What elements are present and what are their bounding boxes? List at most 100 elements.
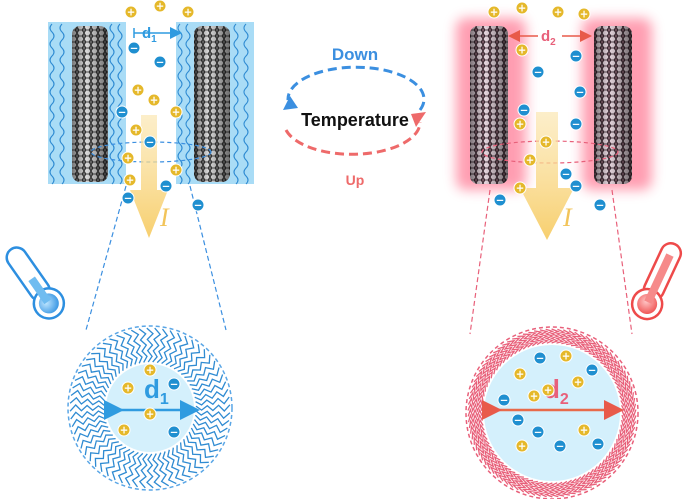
hot-corona-strand bbox=[511, 475, 524, 491]
cold-current-arrow bbox=[130, 115, 168, 238]
cold-corona-strand bbox=[91, 352, 117, 377]
hot-corona-strand bbox=[467, 407, 483, 419]
ion-layer: +++−−++−++−+++−−−+++++−−−−+−++−+−−−++−++… bbox=[115, 0, 607, 453]
cold-corona-strand bbox=[138, 328, 148, 363]
cycle-up-arc bbox=[284, 121, 422, 156]
anion-icon: − bbox=[585, 363, 599, 377]
svg-text:+: + bbox=[127, 7, 136, 18]
hot-corona-strand bbox=[611, 370, 627, 384]
hot-corona-strand bbox=[596, 462, 611, 478]
cold-corona-strand bbox=[183, 439, 209, 464]
cation-icon: + bbox=[551, 5, 565, 19]
cold-corona-strand bbox=[69, 404, 105, 412]
hot-corona-strand bbox=[619, 428, 635, 441]
cation-icon: + bbox=[515, 439, 529, 453]
cold-corona-strand bbox=[186, 435, 214, 459]
svg-text:−: − bbox=[562, 169, 571, 180]
cold-cross-section-ellipse bbox=[90, 141, 212, 163]
anion-icon: − bbox=[553, 439, 567, 453]
hot-corona-strand bbox=[493, 463, 508, 478]
hot-corona-strand bbox=[468, 418, 484, 430]
cation-icon: + bbox=[487, 5, 501, 19]
hot-pore bbox=[484, 345, 620, 481]
cold-brush-strand bbox=[59, 23, 65, 185]
hot-corona-strand bbox=[614, 375, 629, 388]
anion-icon: − bbox=[493, 193, 507, 207]
hot-distance-label-top: d2 bbox=[541, 28, 556, 48]
anion-icon: − bbox=[559, 167, 573, 181]
cold-corona-strand bbox=[146, 453, 154, 489]
hot-corona-strand bbox=[600, 459, 615, 474]
anion-icon: − bbox=[511, 413, 525, 427]
cold-corona-strand bbox=[171, 447, 191, 478]
hot-corona-strand bbox=[471, 428, 487, 440]
svg-text:+: + bbox=[526, 155, 535, 166]
hot-corona-strand bbox=[574, 476, 587, 491]
cold-corona-strand bbox=[167, 449, 184, 482]
cold-corona-strand bbox=[70, 410, 105, 420]
hot-corona-strand bbox=[588, 341, 602, 356]
svg-text:+: + bbox=[518, 3, 527, 14]
hot-corona-strand bbox=[549, 482, 560, 498]
hot-corona-strand bbox=[467, 413, 483, 424]
hot-corona-strand bbox=[592, 466, 607, 481]
svg-text:+: + bbox=[580, 9, 589, 20]
hot-corona-strand bbox=[473, 433, 488, 445]
cation-icon: + bbox=[513, 117, 527, 131]
cation-icon: + bbox=[577, 423, 591, 437]
hot-corona-strand bbox=[480, 447, 495, 461]
cold-corona-strand bbox=[86, 357, 114, 381]
cation-icon: + bbox=[121, 151, 135, 165]
hot-zoom-circle: d2 bbox=[465, 326, 639, 499]
cold-brush-strand bbox=[185, 23, 191, 185]
hot-corona-strand bbox=[517, 335, 530, 350]
cation-icon: + bbox=[124, 5, 138, 19]
cold-corona-strand bbox=[190, 427, 223, 447]
hot-corona-strand bbox=[584, 471, 598, 487]
svg-text:−: − bbox=[170, 379, 179, 390]
cold-corona-strand bbox=[176, 445, 198, 474]
hot-corona-strand bbox=[538, 329, 550, 345]
svg-text:+: + bbox=[580, 425, 589, 436]
anion-icon: − bbox=[167, 377, 181, 391]
cold-corona-strand bbox=[179, 442, 204, 469]
hot-corona-strand bbox=[575, 333, 588, 348]
cold-corona-strand bbox=[195, 396, 230, 406]
hot-corona-strand bbox=[610, 447, 626, 461]
hot-corona-strand bbox=[560, 329, 572, 345]
hot-corona-strand bbox=[560, 480, 571, 496]
svg-text:−: − bbox=[534, 67, 543, 78]
cold-corona-strand bbox=[181, 349, 206, 375]
svg-text:+: + bbox=[562, 351, 571, 362]
cold-corona-strand bbox=[105, 446, 127, 477]
cold-corona-strand bbox=[124, 451, 139, 486]
svg-text:+: + bbox=[146, 365, 155, 376]
svg-text:−: − bbox=[156, 57, 165, 68]
svg-text:+: + bbox=[150, 95, 159, 106]
hot-corona-strand bbox=[467, 396, 483, 408]
hot-corona-strand bbox=[469, 423, 485, 435]
hot-corona-strand bbox=[493, 348, 508, 364]
svg-text:−: − bbox=[534, 427, 543, 438]
hot-current-arrow bbox=[520, 112, 574, 240]
svg-text:−: − bbox=[162, 181, 171, 192]
svg-text:−: − bbox=[496, 195, 505, 206]
cation-icon: + bbox=[515, 1, 529, 15]
svg-text:+: + bbox=[554, 7, 563, 18]
hot-corona-strand bbox=[618, 434, 633, 446]
cation-icon: + bbox=[541, 383, 555, 397]
svg-text:−: − bbox=[130, 43, 139, 54]
thermometer-cold-icon bbox=[5, 246, 66, 320]
hot-corona-strand bbox=[527, 480, 539, 496]
cold-corona-strand bbox=[192, 423, 226, 441]
svg-text:−: − bbox=[572, 51, 581, 62]
thermometer-hot-icon bbox=[630, 242, 683, 321]
svg-text:−: − bbox=[572, 119, 581, 130]
cold-corona-strand bbox=[94, 441, 119, 467]
cold-corona-strand bbox=[117, 450, 135, 484]
svg-text:+: + bbox=[516, 183, 525, 194]
svg-text:+: + bbox=[516, 369, 525, 380]
svg-text:−: − bbox=[124, 193, 133, 204]
anion-icon: − bbox=[497, 393, 511, 407]
hot-corona-strand bbox=[616, 381, 631, 393]
